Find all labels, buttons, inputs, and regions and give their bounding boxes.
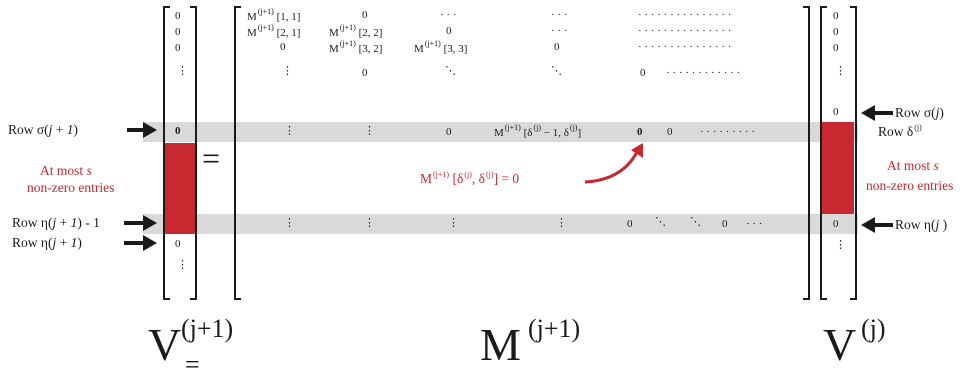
equals-sign: = [202,140,221,176]
arrow-left-icon [861,105,893,121]
label-row-sigma-j: Row σ(j) [895,105,944,120]
m-eta-dots: · · · [746,218,763,230]
nonzero-block-right [821,122,854,214]
label-v-j: V [823,319,857,370]
label-nonzero-left: non-zero entries [27,180,115,195]
label-at-most-left: At most s [40,163,92,178]
vl-entry-dots: ⋮ [177,259,188,271]
vector-right-bracket-open [820,6,827,300]
m-r3c1: 0 [280,41,286,53]
vr-entry-eta: 0 [833,218,839,230]
highlight-band-sigma [143,122,858,142]
m-r2c3: 0 [446,25,452,37]
m-r3c3: M(j+1) [3, 3] [414,39,468,55]
vector-right-bracket-close [850,6,857,300]
m-r4-zero2: 0 [640,67,646,79]
vector-left-bracket-open [163,6,170,300]
label-at-most-right: At most s [887,158,939,173]
m-eta-ddots2: ⋱ [690,216,701,228]
m-eta-vdots4: ⋮ [556,217,567,229]
m-r1-dots1: · · · [440,9,457,21]
m-sig-vdots2: ⋮ [364,125,375,137]
m-r4-ddots2: ⋱ [551,65,562,77]
vl-entry-eta: 0 [175,238,181,250]
arrow-left-icon [861,217,893,233]
m-sig-entry: M(j+1) [δ(j) − 1, δ(j)] [494,123,582,139]
vl-entry-3: 0 [175,42,181,54]
m-r4-vdots: ⋮ [282,65,293,77]
m-r3c4: 0 [554,41,560,53]
label-m-j1: M [480,319,521,370]
highlight-band-eta [143,214,858,234]
m-r1c2: 0 [362,9,368,21]
m-r4-zero: 0 [362,67,368,79]
label-row-eta-j: Row η(j ) [895,217,948,232]
curved-arrow-icon [584,143,643,184]
m-r1-dots3: · · · · · · · · · · · · · · · [638,9,732,21]
m-sig-bold-zero: 0 [637,126,643,138]
vr-entry-3: 0 [833,42,839,54]
label-m-j1-sup: (j+1) [528,314,581,343]
m-r2-dots3: · · · · · · · · · · · · · · · [638,25,732,37]
label-row-eta-j1: Row η(j + 1) [12,235,82,250]
arrow-right-icon [127,122,157,138]
m-r1-dots2: · · · [551,9,568,21]
vl-entry-2: 0 [175,26,181,38]
vr-entry-4: ⋮ [835,65,846,77]
m-r2-dots2: · · · [551,25,568,37]
label-row-eta-j1-minus1: Row η(j + 1) - 1 [12,215,100,230]
m-eta-zero2: 0 [722,218,728,230]
label-v-j-sup: (j) [861,314,886,343]
m-sig-dots: · · · · · · · · · [700,126,755,138]
vl-entry-4: ⋮ [177,65,188,77]
arrow-right-icon [124,215,157,231]
arrow-right-icon [124,235,157,251]
matrix-bracket-close [803,6,810,300]
m-r3-dots3: · · · · · · · · · · · · · · · [638,41,732,53]
label-row-sigma-j1: Row σ(j + 1) [8,122,79,137]
m-r2c1: M(j+1) [2, 1] [247,23,301,39]
label-v-j1-equals: = [185,350,200,379]
m-eta-zero: 0 [627,218,633,230]
label-nonzero-right: non-zero entries [866,178,954,193]
vr-entry-sigma: 0 [833,106,839,118]
m-r1c1: M(j+1) [1, 1] [247,7,301,23]
m-r3c2: M(j+1) [3, 2] [329,39,383,55]
m-sig-zero: 0 [446,126,452,138]
vector-left-bracket-close [190,6,197,300]
nonzero-block-left [165,143,196,234]
m-eta-vdots3: ⋮ [448,217,459,229]
m-sig-vdots1: ⋮ [284,125,295,137]
m-sig-zero2: 0 [667,126,673,138]
m-eta-vdots1: ⋮ [284,217,295,229]
m-eta-ddots1: ⋱ [655,216,666,228]
vr-entry-dots: ⋮ [835,239,846,251]
m-r2c2: M(j+1) [2, 2] [329,23,383,39]
vr-entry-2: 0 [833,26,839,38]
label-row-delta-j: Row δ(j) [878,123,922,139]
vr-entry-1: 0 [833,10,839,22]
m-eta-vdots2: ⋮ [364,217,375,229]
m-r4-dots3: · · · · · · · · · · · · [666,67,741,79]
vl-entry-1: 0 [175,10,181,22]
annotation-zero-entry: M(j+1) [δ(j), δ(j)] = 0 [420,170,520,186]
label-v-j1: V [148,319,182,370]
label-v-j1-sup: (j+1) [181,314,234,343]
vl-entry-sigma: 0 [175,125,181,137]
matrix-bracket-open [234,6,241,300]
m-r4-ddots1: ⋱ [445,65,456,77]
